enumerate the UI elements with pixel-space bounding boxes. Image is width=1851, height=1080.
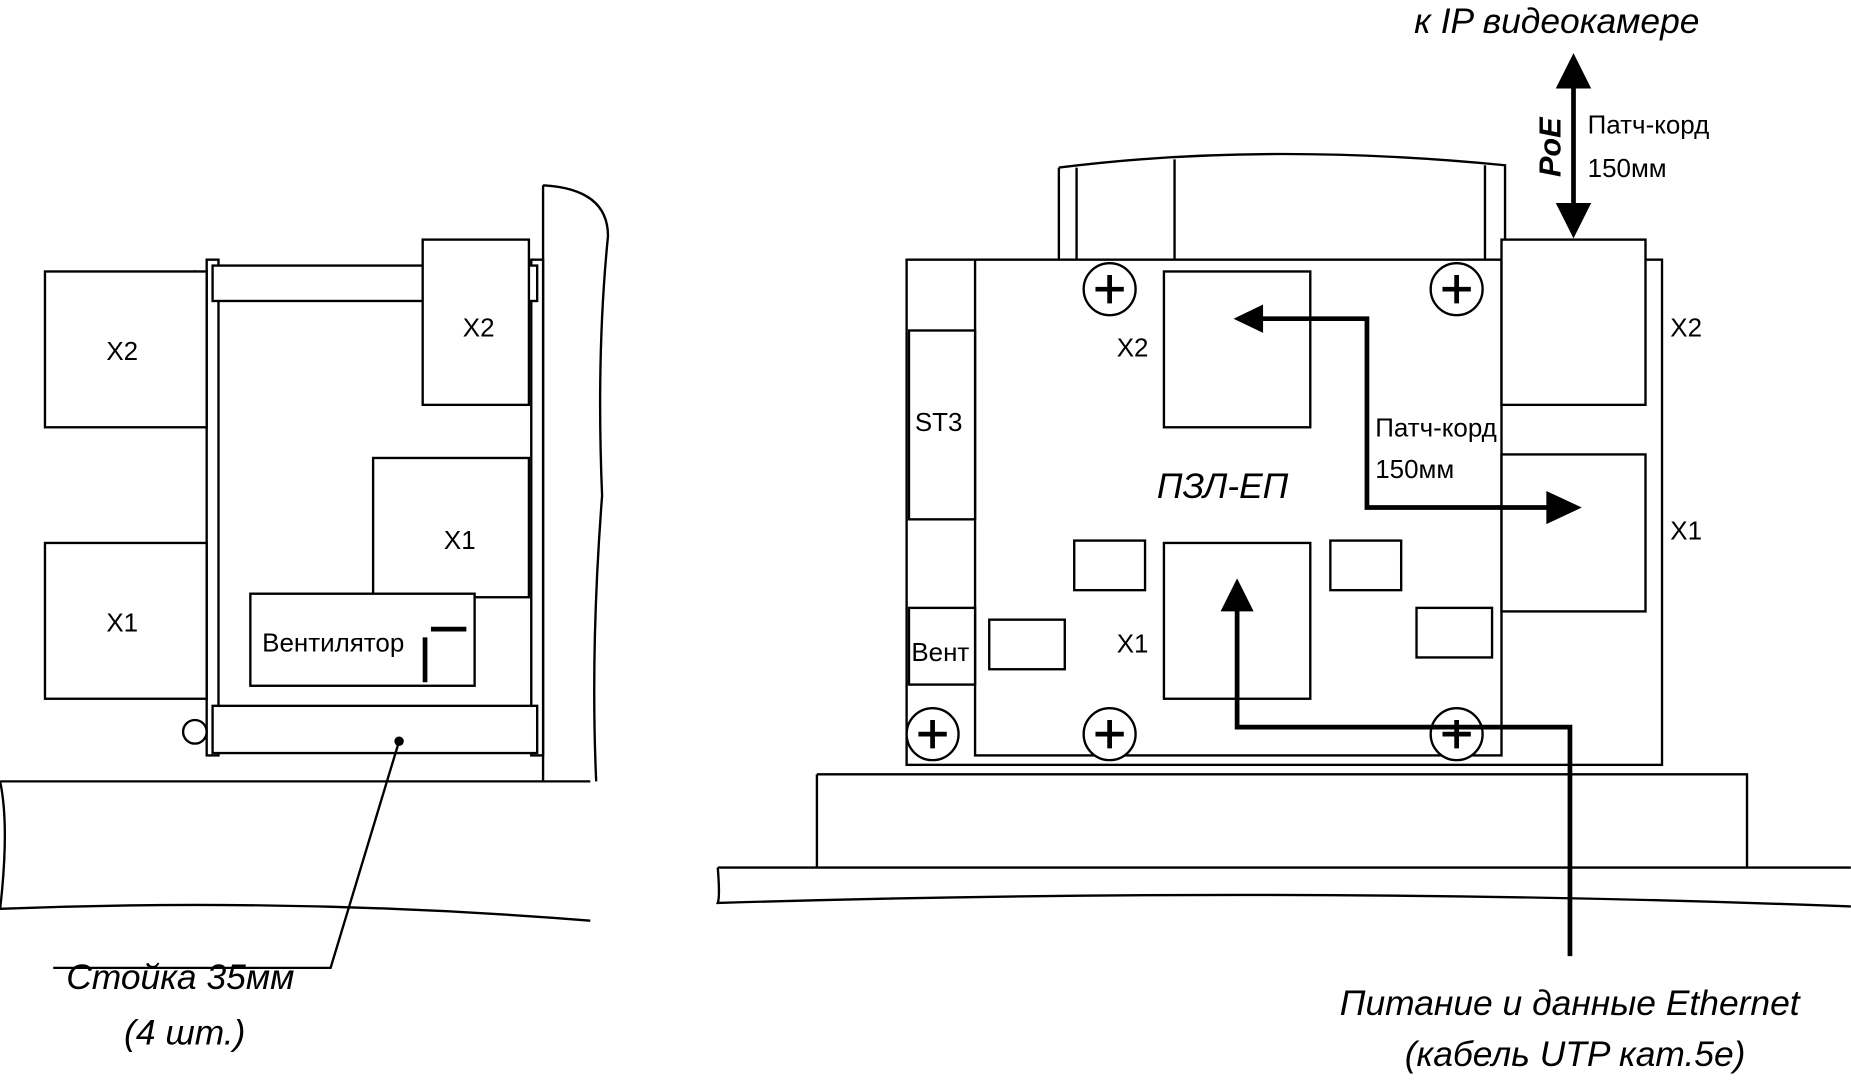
side-connector-x1 bbox=[1500, 453, 1647, 613]
standoff-count: (4 шт.) bbox=[124, 1013, 245, 1053]
arrowhead-x1 bbox=[1546, 491, 1582, 525]
fan-block bbox=[907, 606, 977, 686]
screws bbox=[905, 262, 1484, 762]
leader-dot bbox=[394, 736, 404, 746]
front-view: к IP видеокамере PoE Патч-корд 150мм Пат… bbox=[715, 1, 1851, 1074]
label-x2-outer: X2 bbox=[106, 336, 138, 366]
label-x2-board: X2 bbox=[1117, 332, 1149, 362]
label-fan: Вентилятор bbox=[262, 628, 404, 658]
label-x2-inner: X2 bbox=[463, 312, 495, 342]
screw-icon bbox=[1082, 262, 1137, 317]
arrowhead-x1-board bbox=[1220, 578, 1254, 612]
power-cable bbox=[1234, 601, 1573, 957]
patch-top-line2: 150мм bbox=[1588, 153, 1667, 183]
components bbox=[988, 539, 1494, 671]
fan-block bbox=[249, 592, 476, 687]
connector-x2-inner bbox=[421, 238, 531, 407]
label-x1-inner: X1 bbox=[444, 525, 476, 555]
label-x1-side: X1 bbox=[1670, 515, 1702, 545]
left-side-view: X2 X1 X2 X1 Вентилятор Стойка 35мм (4 шт… bbox=[0, 184, 610, 1053]
label-fan-short: Вент bbox=[911, 637, 969, 667]
screw-icon bbox=[1082, 707, 1137, 762]
label-x1-board: X1 bbox=[1117, 629, 1149, 659]
label-x1-outer: X1 bbox=[106, 607, 138, 637]
patch-top-line1: Патч-корд bbox=[1588, 109, 1710, 139]
board-connector-x2 bbox=[1162, 270, 1312, 429]
arrowhead-down bbox=[1555, 203, 1592, 239]
front-panel bbox=[541, 184, 610, 782]
arrowhead-up bbox=[1555, 53, 1592, 89]
patch-cord-internal bbox=[1251, 316, 1559, 510]
screw-icon bbox=[1429, 262, 1484, 317]
st3-block bbox=[907, 329, 977, 521]
airflow-arrow bbox=[422, 626, 467, 683]
pcb bbox=[205, 258, 220, 757]
patch-mid-line1: Патч-корд bbox=[1375, 413, 1497, 443]
leader-line bbox=[53, 740, 401, 970]
connector-x1-outer bbox=[43, 541, 208, 700]
screw-icon bbox=[1429, 707, 1484, 762]
pcb-back bbox=[530, 258, 545, 757]
base-plate bbox=[0, 780, 591, 922]
standoff-bottom bbox=[211, 704, 539, 755]
top-enclosure bbox=[1057, 152, 1507, 260]
screw-icon bbox=[905, 707, 960, 762]
cable-caption: (кабель UTP кат.5е) bbox=[1405, 1034, 1746, 1074]
base-frame bbox=[715, 773, 1851, 908]
camera-label: к IP видеокамере bbox=[1414, 1, 1699, 41]
screw-head bbox=[181, 718, 208, 745]
side-connector-x2 bbox=[1500, 238, 1647, 407]
standoff-caption: Стойка 35мм bbox=[66, 957, 294, 997]
power-caption: Питание и данные Ethernet bbox=[1340, 983, 1802, 1023]
label-x2-side: X2 bbox=[1670, 312, 1702, 342]
board-name: ПЗЛ-ЕП bbox=[1157, 466, 1289, 506]
patch-mid-line2: 150мм bbox=[1375, 454, 1454, 484]
poe-label: PoE bbox=[1533, 116, 1568, 177]
arrowhead-x2 bbox=[1233, 304, 1264, 333]
label-st3: ST3 bbox=[915, 407, 963, 437]
connector-x2-outer bbox=[43, 270, 208, 429]
